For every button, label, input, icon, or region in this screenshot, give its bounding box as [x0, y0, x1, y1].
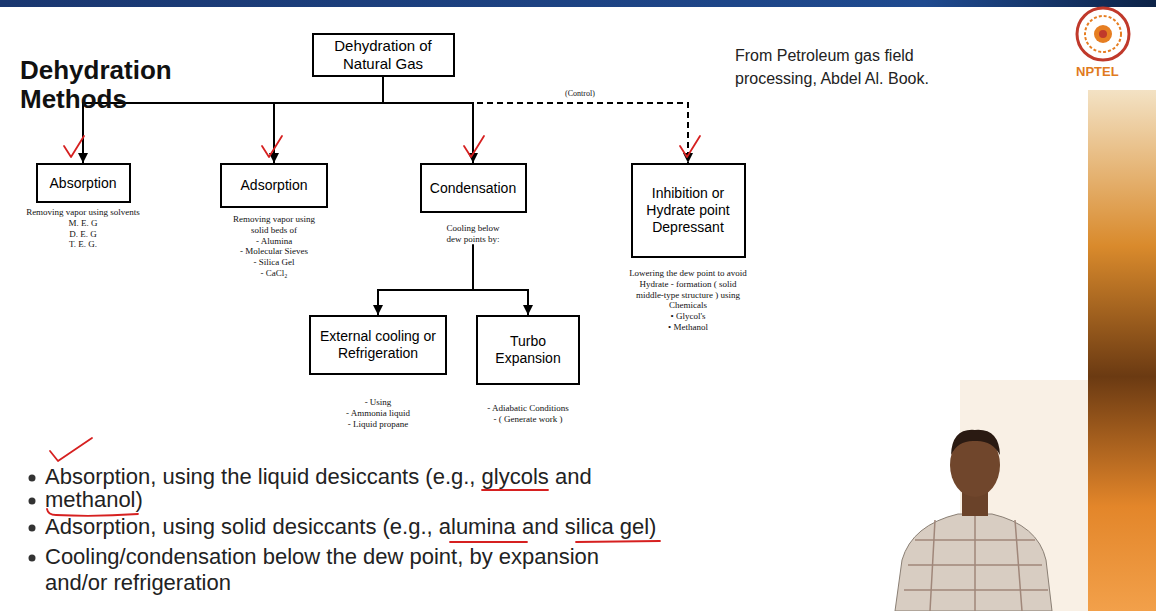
method-note: - Alumina [228, 236, 320, 247]
source-note: From Petroleum gas field processing, Abd… [735, 44, 985, 90]
box-title: Absorption [50, 175, 117, 192]
method-note: - CaCl₂ [228, 268, 320, 279]
connector-arrow [274, 77, 383, 163]
sunset-strip [1088, 90, 1156, 611]
method-node: Inhibition or Hydrate point DepressantLo… [618, 163, 758, 333]
connector-arrow [383, 77, 688, 163]
method-box: Adsorption [220, 163, 328, 208]
logo-core [1094, 25, 1112, 43]
method-note: Removing vapor using solid beds of [228, 214, 320, 236]
bullets [29, 475, 36, 562]
method-note: M. E. G [3, 218, 163, 229]
method-box: External cooling or Refrigeration [309, 315, 447, 375]
bullet-text: Adsorption, using solid desiccants (e.g.… [45, 514, 765, 540]
method-note: - Molecular Sieves [228, 246, 320, 257]
bullet-text: methanol) [45, 487, 725, 513]
check-mark [680, 136, 700, 157]
check-mark [262, 136, 282, 157]
top-bar [0, 0, 1156, 7]
box-title: Inhibition or Hydrate point Depressant [639, 185, 738, 235]
connector-arrow [473, 245, 528, 315]
method-node: Turbo Expansion - Adiabatic Conditions- (… [463, 315, 593, 425]
method-node: AdsorptionRemoving vapor using solid bed… [209, 163, 339, 279]
method-note: - Adiabatic Conditions [468, 403, 588, 414]
box-title: External cooling or Refrigeration [317, 328, 439, 362]
method-note: Removing vapor using solvents [3, 207, 163, 218]
method-box: Absorption [36, 163, 131, 203]
bullet [29, 525, 36, 532]
logo-ring [1077, 8, 1129, 60]
method-note: • Methanol [626, 322, 750, 333]
bullet [29, 555, 36, 562]
method-note: - Using [308, 397, 448, 408]
bullet [29, 475, 36, 482]
logo-text: NPTEL [1076, 64, 1136, 80]
slide-title: Dehydration Methods [20, 56, 230, 114]
method-box: Turbo Expansion [476, 315, 580, 385]
method-note: Lowering the dew point to avoid Hydrate … [626, 268, 750, 311]
connector-arrow [378, 245, 473, 315]
presenter-shirt [895, 514, 1052, 611]
box-title: Turbo Expansion [484, 333, 572, 367]
method-note: D. E. G [3, 229, 163, 240]
method-box: Dehydration of Natural Gas [312, 33, 455, 77]
presenter-hair [951, 430, 1000, 455]
nptel-logo [1077, 8, 1129, 60]
logo-rays [1085, 16, 1121, 52]
box-title: Adsorption [241, 177, 308, 194]
check-mark [464, 136, 484, 157]
method-node: AbsorptionRemoving vapor using solventsM… [0, 163, 166, 250]
method-note: - Ammonia liquid [308, 408, 448, 419]
edge-label: (Control) [563, 89, 597, 99]
method-note: T. E. G. [3, 239, 163, 250]
method-note: Cooling below dew points by: [442, 223, 504, 245]
underline [482, 489, 548, 491]
bullet [29, 498, 36, 505]
method-note: - Liquid propane [308, 419, 448, 430]
bullet-text: Cooling/condensation below the dew point… [45, 544, 655, 596]
connector-arrow [83, 77, 383, 163]
method-node: External cooling or Refrigeration - Using… [303, 315, 453, 429]
method-node: Dehydration of Natural Gas [303, 33, 463, 77]
logo-center [1099, 30, 1107, 38]
bullet-text: Absorption, using the liquid desiccants … [45, 464, 725, 490]
method-box: Condensation [420, 163, 527, 213]
method-note: • Glycol's [626, 311, 750, 322]
connector-arrow [383, 77, 473, 163]
method-note: - ( Generate work ) [468, 414, 588, 425]
shirt-checks [904, 514, 1048, 611]
check-mark [64, 136, 84, 157]
presenter [895, 430, 1052, 611]
underline [450, 541, 527, 543]
check-mark [50, 438, 92, 461]
method-box: Inhibition or Hydrate point Depressant [631, 163, 746, 258]
underline [576, 541, 660, 542]
box-title: Dehydration of Natural Gas [320, 37, 447, 73]
box-title: Condensation [430, 180, 516, 197]
method-node: CondensationCooling below dew points by: [413, 163, 533, 245]
method-note: - Silica Gel [228, 257, 320, 268]
